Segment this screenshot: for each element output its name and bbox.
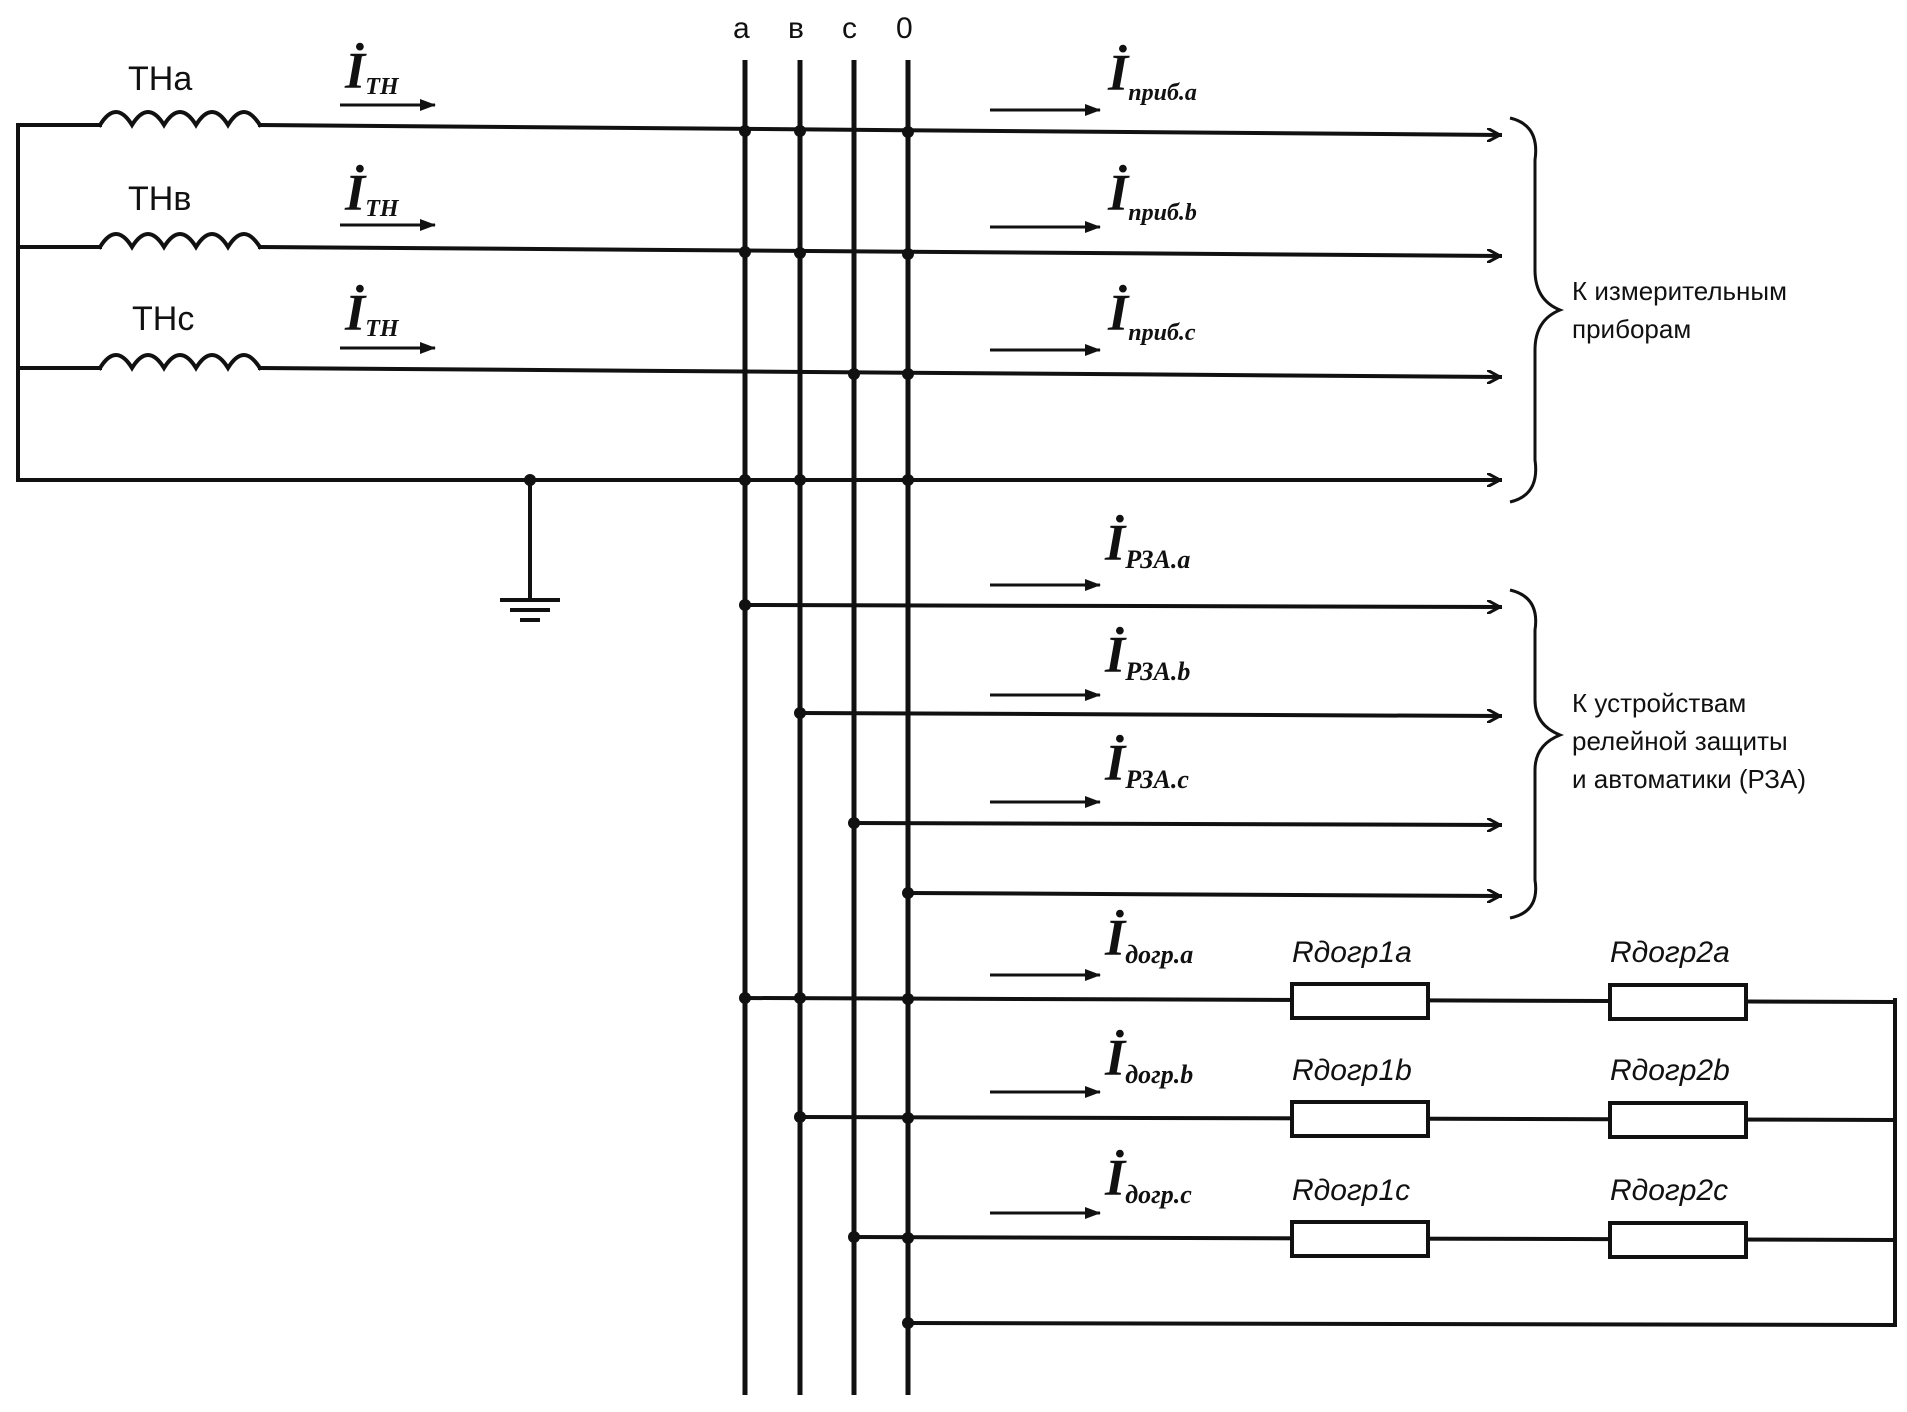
current-label-meter-b: İприб.b xyxy=(1107,164,1197,226)
resistor-label-2b: Rдогр2b xyxy=(1610,1054,1730,1087)
junction xyxy=(902,474,914,486)
junction xyxy=(848,1231,860,1243)
brace-meters xyxy=(1509,116,1565,504)
junction xyxy=(902,1317,914,1329)
current-label-tn-c: İTH xyxy=(344,284,400,342)
junction xyxy=(902,1112,914,1124)
junction xyxy=(739,246,751,258)
resistor-1b xyxy=(1290,1100,1430,1138)
transformer-label-c: THc xyxy=(132,300,194,338)
resistor-1c xyxy=(1290,1220,1430,1258)
line-load-return xyxy=(905,998,1897,1328)
current-label-rza-b: İРЗА.b xyxy=(1104,626,1190,686)
bus-label-b: в xyxy=(788,12,804,45)
transformer-label-b: THв xyxy=(128,180,191,218)
line-rza-0 xyxy=(905,893,1503,896)
junction xyxy=(794,992,806,1004)
junction xyxy=(794,474,806,486)
junction xyxy=(902,1232,914,1244)
group-label-rza-2: релейной защиты xyxy=(1572,726,1788,756)
current-label-tn-a: İTH xyxy=(344,42,400,100)
current-label-meter-a: İприб.а xyxy=(1107,44,1197,106)
resistor-label-1c: Rдогр1c xyxy=(1292,1174,1410,1207)
resistor-label-2a: Rдогр2а xyxy=(1610,936,1730,969)
winding-thc xyxy=(97,353,263,372)
junction xyxy=(739,125,751,137)
junction xyxy=(902,368,914,380)
ground-junction xyxy=(524,474,536,486)
group-label-rza-3: и автоматики (РЗА) xyxy=(1572,764,1806,794)
winding-tha xyxy=(97,110,263,129)
group-label-rza-1: К устройствам xyxy=(1572,688,1746,718)
bus-label-c: с xyxy=(842,12,857,45)
resistor-label-1a: Rдогр1а xyxy=(1292,936,1412,969)
current-label-rza-c: İРЗА.c xyxy=(1104,734,1189,794)
line-rza-c xyxy=(851,823,1503,825)
junction xyxy=(794,707,806,719)
current-label-load-b: İдогр.b xyxy=(1104,1029,1193,1089)
group-label-meters-1: К измерительным xyxy=(1572,276,1787,306)
junction xyxy=(794,1111,806,1123)
current-label-load-c: İдогр.c xyxy=(1104,1149,1192,1209)
line-phase-a-meter xyxy=(257,122,1503,135)
junction xyxy=(902,887,914,899)
junction xyxy=(848,817,860,829)
winding-thb xyxy=(97,232,263,251)
junction xyxy=(902,126,914,138)
junction xyxy=(739,474,751,486)
line-rza-b xyxy=(797,713,1503,716)
transformer-common-wire xyxy=(16,123,1502,480)
current-label-meter-c: İприб.c xyxy=(1107,284,1196,346)
resistor-2a xyxy=(1608,983,1748,1021)
junction xyxy=(794,125,806,137)
resistor-label-2c: Rдогр2c xyxy=(1610,1174,1728,1207)
resistor-label-1b: Rдогр1b xyxy=(1292,1054,1412,1087)
current-label-load-a: İдогр.а xyxy=(1104,909,1193,969)
junction xyxy=(794,247,806,259)
group-label-meters-2: приборам xyxy=(1572,314,1691,344)
transformer-label-a: THa xyxy=(128,60,192,98)
current-label-tn-b: İTH xyxy=(344,164,400,222)
junction xyxy=(902,993,914,1005)
junction xyxy=(902,248,914,260)
brace-rza xyxy=(1509,588,1565,920)
resistor-2b xyxy=(1608,1101,1748,1139)
junction xyxy=(739,599,751,611)
line-phase-b-meter xyxy=(257,244,1503,256)
bus-label-a: а xyxy=(733,12,750,45)
resistor-1a xyxy=(1290,982,1430,1020)
current-label-rza-a: İРЗА.а xyxy=(1104,514,1190,574)
line-rza-a xyxy=(742,605,1503,607)
line-phase-c-meter xyxy=(257,365,1503,377)
resistor-2c xyxy=(1608,1221,1748,1259)
bus-label-0: 0 xyxy=(896,12,913,45)
junction xyxy=(848,368,860,380)
junction xyxy=(739,992,751,1004)
